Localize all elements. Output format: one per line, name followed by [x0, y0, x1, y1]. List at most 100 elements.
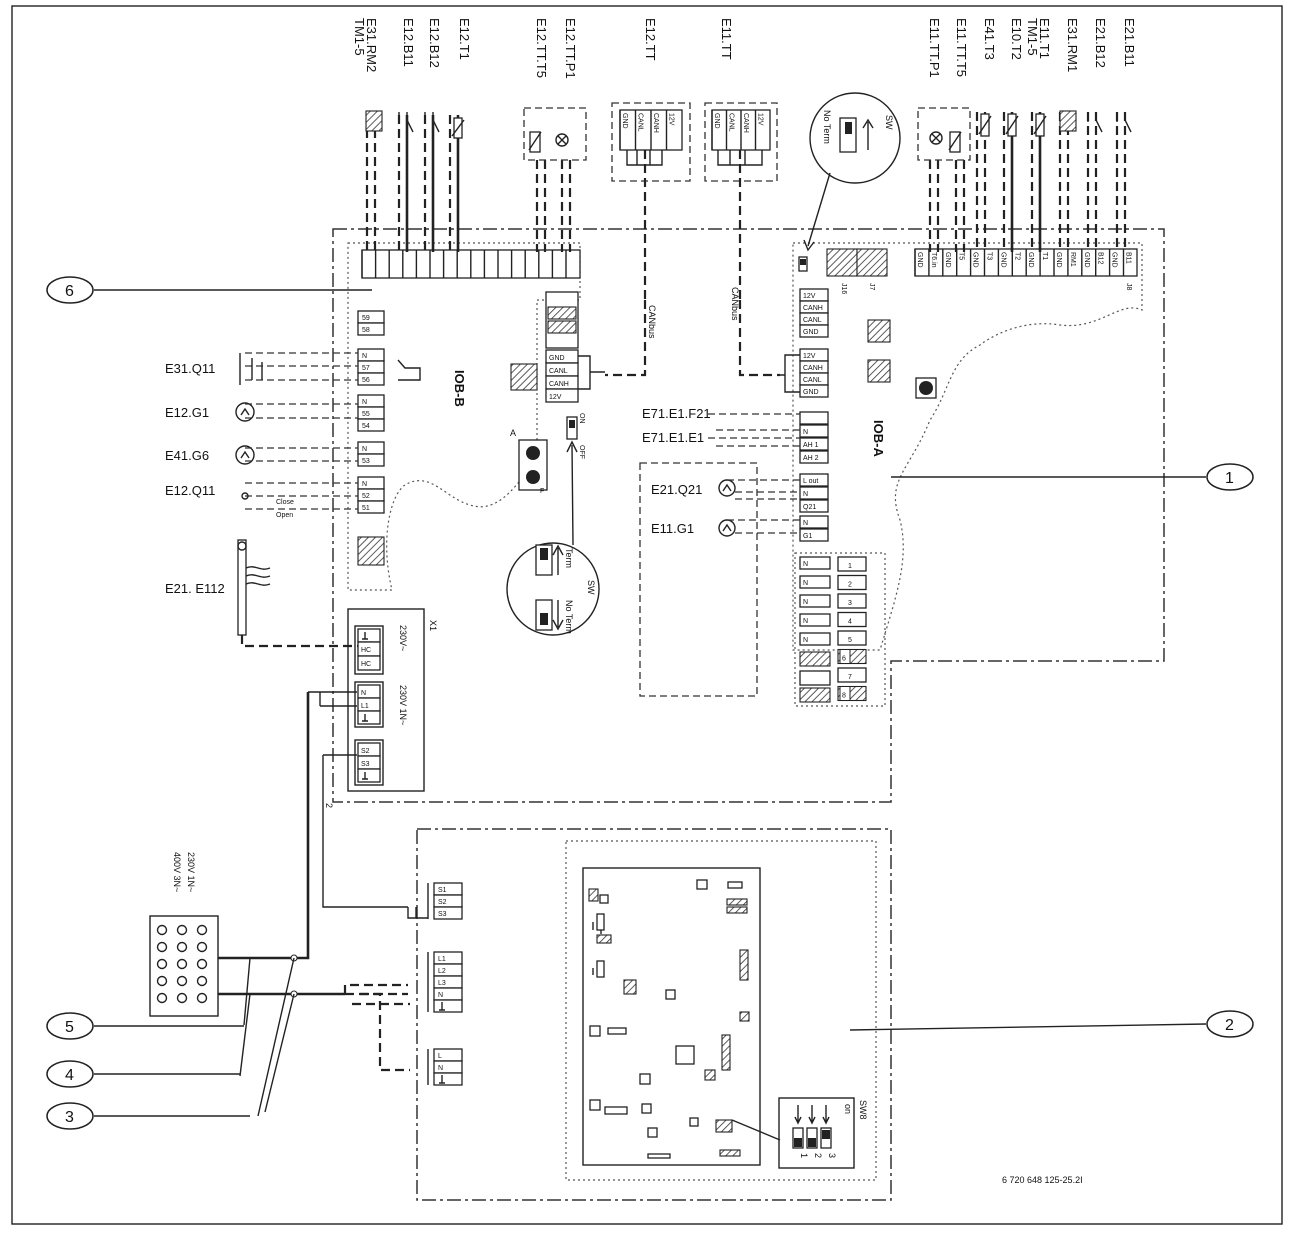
svg-text:F: F: [540, 488, 544, 495]
switch-icon: [1087, 112, 1103, 133]
iob-a-top-pin: T3: [986, 252, 993, 260]
callout-number: 2: [1225, 1017, 1234, 1034]
can-pin: 12V: [757, 113, 764, 126]
terminal-label: N: [362, 481, 367, 488]
callout-circle: [46, 1012, 94, 1040]
pcb-component: [675, 1045, 695, 1065]
lower-terminal-label: N: [438, 992, 443, 999]
terminal-label: 58: [362, 327, 370, 334]
left-device-label: E12.Q11: [165, 483, 215, 498]
terminal-label: 53: [362, 458, 370, 465]
mid-label: E71.E1.F21: [642, 406, 711, 421]
terminal-label: N: [803, 618, 808, 625]
top-sublabel: TM1-5: [1025, 18, 1040, 56]
terminal-label: AH 2: [803, 455, 819, 462]
terminal-cell: [799, 594, 831, 608]
ground-terminal: [357, 768, 381, 783]
sw-top-title: SW: [884, 115, 894, 130]
terminal-cell: [799, 324, 829, 338]
terminal-label: 52: [362, 493, 370, 500]
terminal-label: GND: [803, 389, 819, 396]
ground-terminal: [357, 710, 381, 725]
top-label: E12.TT.T5: [534, 18, 549, 78]
switch-icon: [398, 112, 414, 133]
terminal-cell: [799, 424, 829, 438]
lower-enclosure: [416, 828, 892, 1201]
terminal-hole: [156, 975, 168, 987]
terminal-cell: [357, 322, 385, 336]
iob-b-can-block: GND CANL CANH 12V: [545, 291, 605, 403]
callout-circle: [1206, 463, 1254, 491]
top-label: E12.TT: [643, 18, 658, 61]
j1-number: 1: [848, 563, 852, 570]
terminal-label: N: [803, 429, 808, 436]
canbus-label-left: CANbus: [647, 305, 657, 339]
terminal-cell: [357, 418, 385, 432]
iob-b-can-pin: CANH: [549, 381, 569, 388]
iob-b-top-strip: [361, 249, 581, 279]
terminal-label: Q21: [803, 504, 816, 511]
iob-a-connector-icon-2: [867, 359, 891, 383]
iob-b-can-pin: 12V: [549, 394, 562, 401]
top-label: E11.TT: [719, 18, 734, 60]
lower-terminal-label: S3: [438, 911, 447, 918]
pcb-component: [588, 888, 599, 902]
switch-icon: [1116, 112, 1132, 133]
terminal-label: N: [803, 637, 808, 644]
j1-number: 4: [848, 619, 852, 626]
left-device-label: E31.Q11: [165, 361, 215, 376]
e11-tt-sensor-box: [917, 107, 971, 161]
pcb-component: [599, 894, 609, 904]
callout-number: 5: [65, 1019, 74, 1036]
terminal-label: 55: [362, 411, 370, 418]
top-label: E31.RM2: [364, 18, 379, 72]
room-sensor-icon: [365, 110, 383, 132]
terminal-label: 54: [362, 423, 370, 430]
iob-a-top-pin: T5: [958, 252, 965, 260]
heater-icon: [237, 539, 358, 648]
terminal-cell: [799, 632, 831, 646]
valve-icon: [241, 492, 249, 500]
e11-lamp-icon: [929, 131, 943, 145]
pcb-component: [639, 1073, 651, 1085]
mid-label: E21.Q21: [651, 482, 702, 497]
iob-b-can-pin: CANL: [549, 368, 568, 375]
sw-top-noterm: No Term: [822, 110, 832, 144]
pcb-component: [704, 1069, 716, 1081]
iob-b-can-pin: GND: [549, 355, 565, 362]
iob-a-top-pin: T1: [1041, 252, 1048, 260]
terminal-cell: [357, 453, 385, 467]
j1-number: 5: [848, 637, 852, 644]
terminal-cell: [357, 500, 385, 514]
sw8-switch-number: 2: [813, 1153, 823, 1158]
terminal-label: 59: [362, 315, 370, 322]
j1-frame: [794, 552, 886, 707]
callout-number: 3: [65, 1109, 74, 1126]
svg-text:ON: ON: [578, 413, 585, 424]
x1-terminal: S2: [361, 748, 370, 755]
pump-icon: [235, 402, 255, 422]
iob-a-top-pin: GND: [1055, 252, 1062, 268]
sw8-on-label: on: [843, 1104, 853, 1114]
canbus-wire-right: [738, 150, 780, 377]
main-enclosure: [332, 228, 1165, 803]
can-pin: CANH: [652, 113, 659, 133]
svg-text:J7: J7: [868, 283, 875, 291]
top-label: E12.B12: [427, 18, 442, 68]
iob-a-top-pin: T2: [1013, 252, 1020, 260]
pcb-component: [607, 1027, 627, 1035]
terminal-label: N: [362, 399, 367, 406]
valve-open-label: Open: [276, 512, 293, 519]
iob-b-region: [347, 242, 581, 591]
svg-text:2: 2: [324, 803, 334, 808]
x1-terminal: HC: [361, 647, 371, 654]
svg-text:J16: J16: [840, 283, 847, 294]
terminal-hole: [176, 992, 188, 1004]
terminal-label: CANL: [803, 377, 822, 384]
